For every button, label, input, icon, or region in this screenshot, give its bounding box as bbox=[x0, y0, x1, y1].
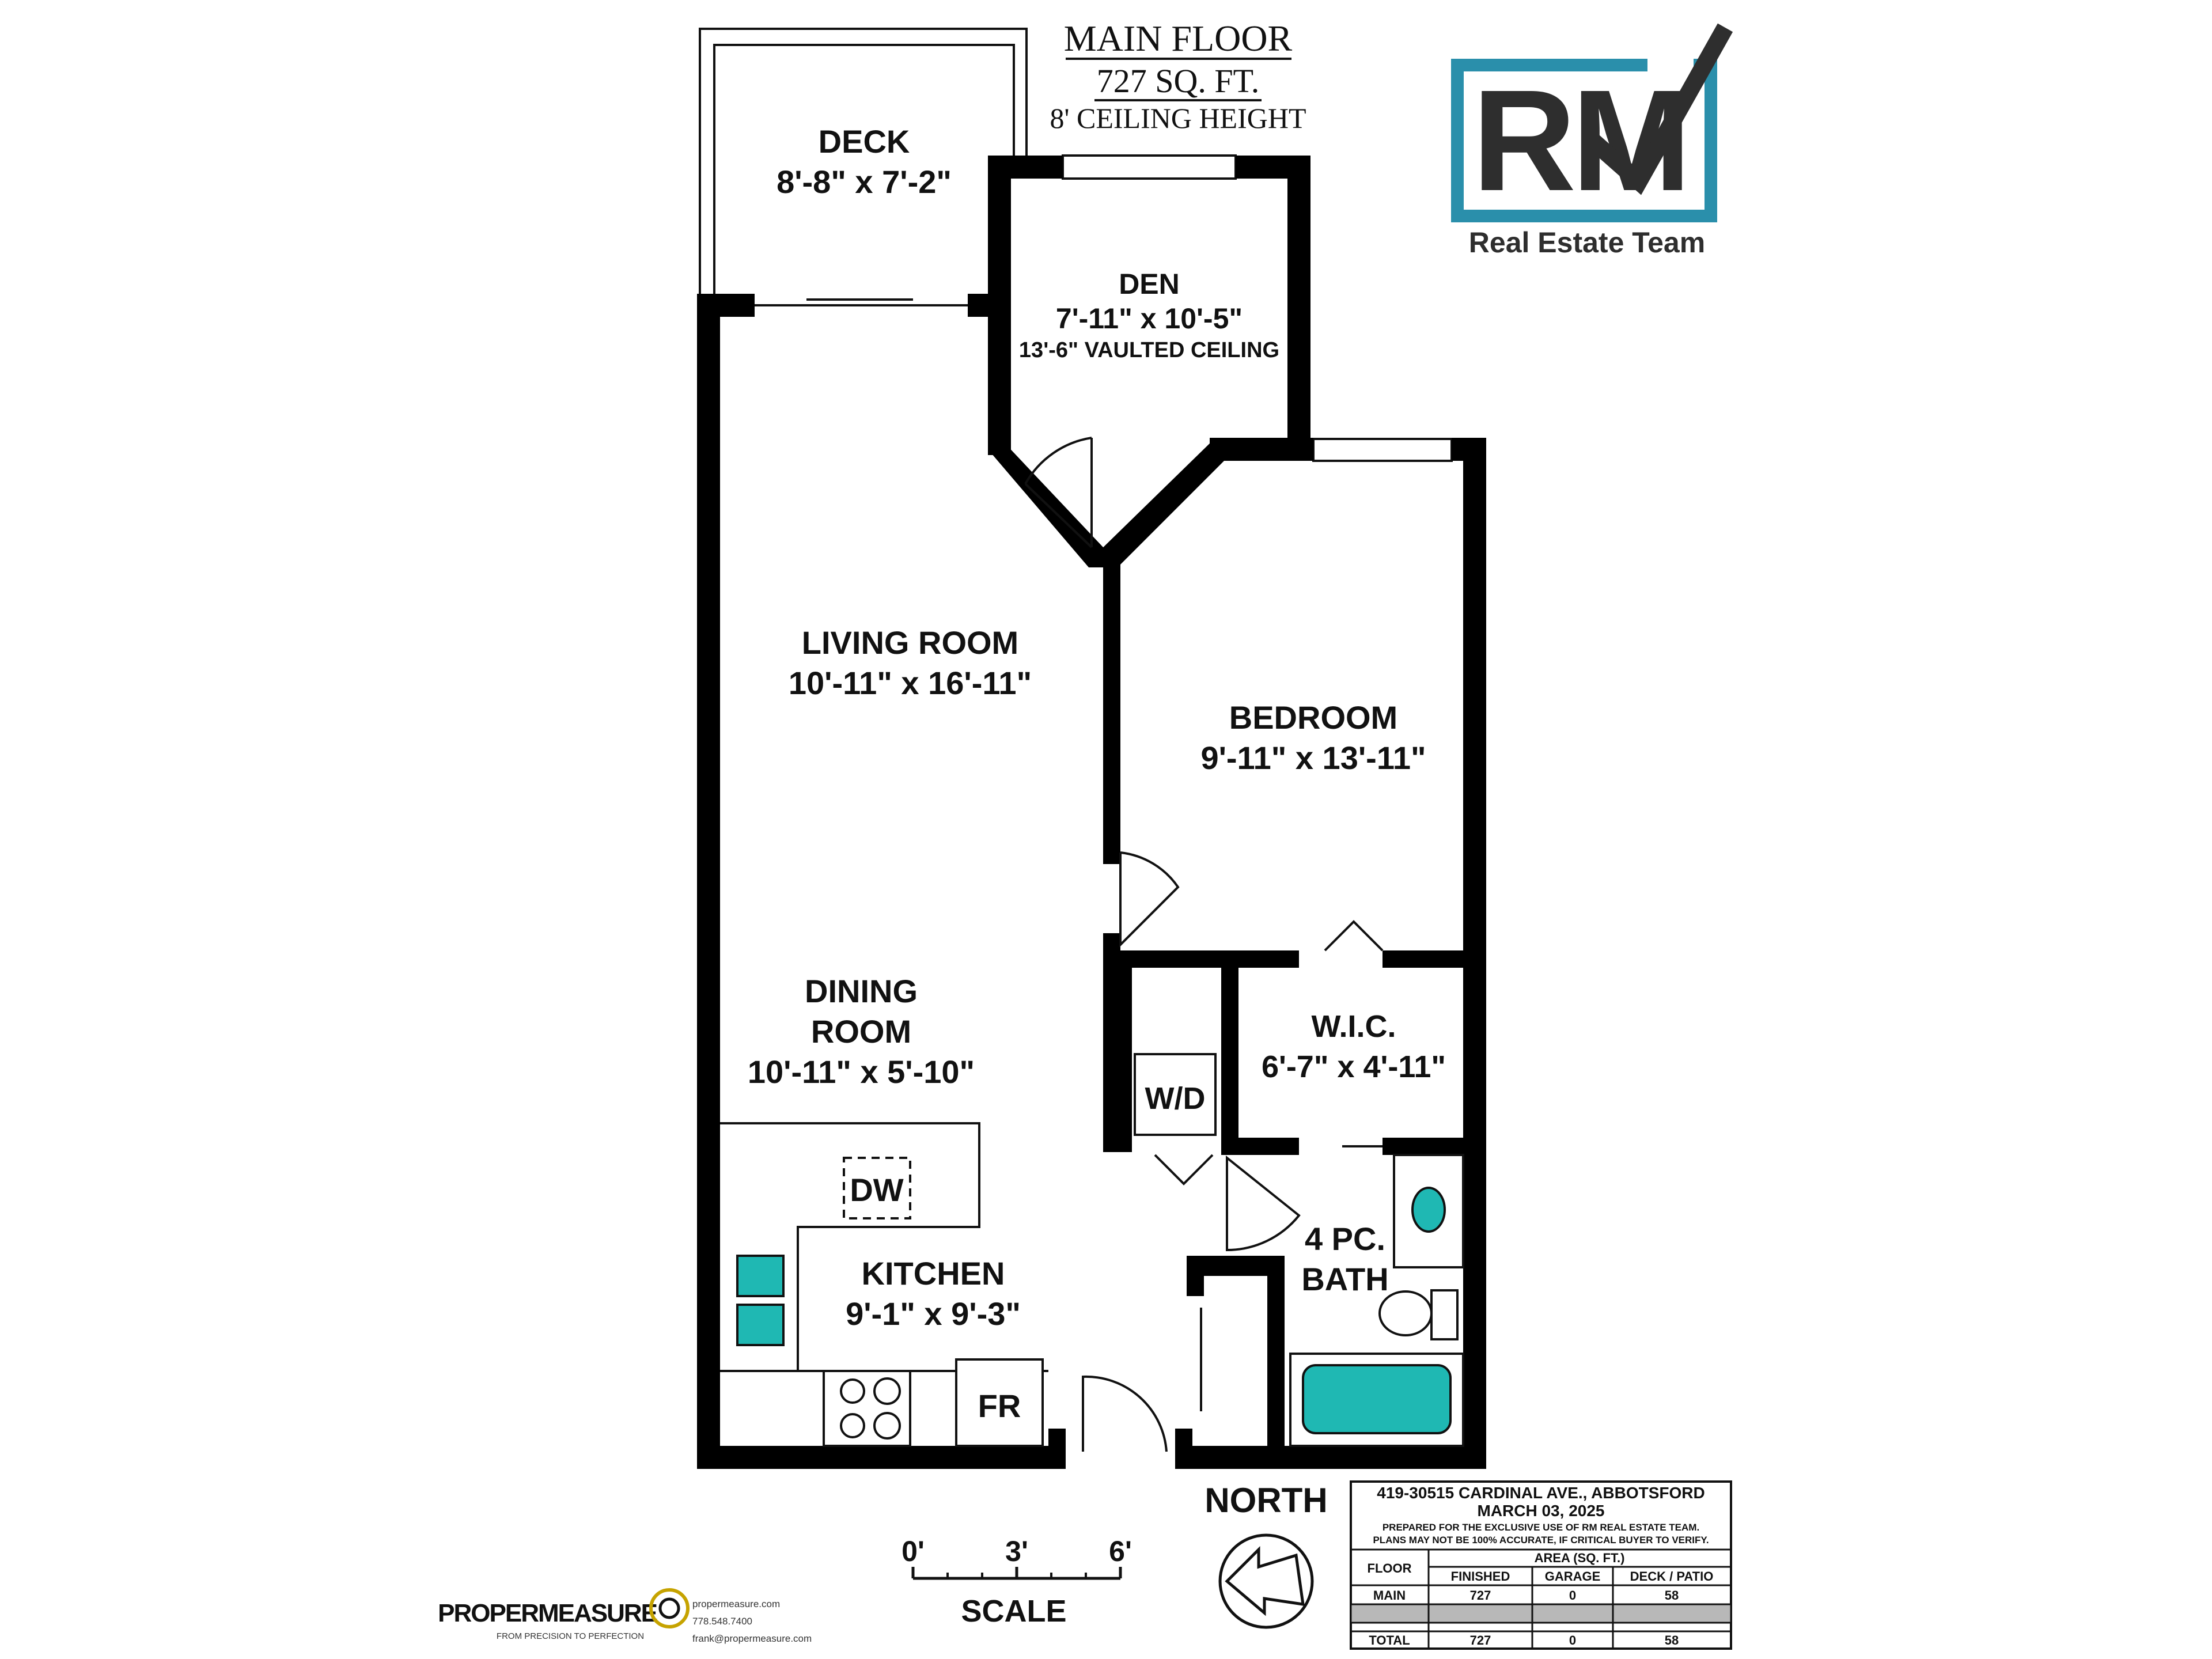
den-size: 7'-11" x 10'-5" bbox=[1056, 302, 1243, 335]
sliding-door bbox=[755, 298, 968, 306]
living-name: LIVING ROOM bbox=[802, 624, 1018, 661]
logo-tagline: Real Estate Team bbox=[1469, 226, 1705, 259]
bedroom-name: BEDROOM bbox=[1229, 699, 1397, 736]
row-main-finished: 727 bbox=[1470, 1588, 1491, 1603]
den-window bbox=[1062, 154, 1237, 180]
wic-size: 6'-7" x 4'-11" bbox=[1262, 1050, 1446, 1084]
logo-checkmark-icon bbox=[1584, 23, 1733, 195]
brand-tagline: FROM PRECISION TO PERFECTION bbox=[497, 1631, 644, 1641]
row-total-garage: 0 bbox=[1569, 1633, 1576, 1647]
kitchen-name: KITCHEN bbox=[862, 1255, 1005, 1291]
north-label: NORTH bbox=[1205, 1481, 1327, 1520]
den-note: 13'-6" VAULTED CEILING bbox=[1019, 338, 1279, 362]
propermeasure-brand: PROPERMEASURE FROM PRECISION TO PERFECTI… bbox=[438, 1588, 812, 1644]
header: MAIN FLOOR 727 SQ. FT. 8' CEILING HEIGHT bbox=[1050, 18, 1306, 134]
row-total-finished: 727 bbox=[1470, 1633, 1491, 1647]
north-arrow: NORTH bbox=[1205, 1481, 1328, 1629]
deck-size: 8'-8" x 7'-2" bbox=[777, 164, 952, 200]
dining-name-2: ROOM bbox=[811, 1013, 911, 1050]
brand-web: propermeasure.com bbox=[692, 1599, 780, 1609]
bath-name-2: BATH bbox=[1301, 1261, 1388, 1297]
washer-dryer bbox=[1134, 1053, 1217, 1136]
col-floor: FLOOR bbox=[1368, 1561, 1412, 1575]
walls bbox=[697, 156, 1486, 1469]
scale-tick-3: 3' bbox=[1005, 1535, 1028, 1567]
dining-name-1: DINING bbox=[805, 973, 918, 1009]
toilet bbox=[1378, 1290, 1433, 1336]
kitchen-counters bbox=[720, 1122, 1048, 1447]
sink-basin-2 bbox=[736, 1304, 785, 1346]
info-disclaimer-2: PLANS MAY NOT BE 100% ACCURATE, IF CRITI… bbox=[1373, 1535, 1709, 1546]
living-size: 10'-11" x 16'-11" bbox=[789, 665, 1032, 701]
scale-tick-0: 0' bbox=[902, 1535, 925, 1567]
deck-outline bbox=[699, 28, 1028, 300]
info-table: 419-30515 CARDINAL AVE., ABBOTSFORD MARC… bbox=[1350, 1480, 1732, 1650]
fr-label: FR bbox=[978, 1388, 1021, 1424]
brand-target-icon bbox=[649, 1588, 690, 1628]
bath-name-1: 4 PC. bbox=[1305, 1221, 1385, 1257]
brand-email: frank@propermeasure.com bbox=[692, 1633, 812, 1644]
wic-name: W.I.C. bbox=[1312, 1009, 1396, 1044]
bath-fixtures bbox=[1289, 1154, 1464, 1447]
bedroom-window bbox=[1312, 438, 1453, 462]
door-swings bbox=[1024, 437, 1384, 1452]
vanity bbox=[1393, 1154, 1464, 1268]
col-deck: DECK / PATIO bbox=[1630, 1569, 1714, 1584]
dw-label: DW bbox=[850, 1172, 903, 1208]
dishwasher bbox=[843, 1157, 911, 1219]
north-pointer-icon bbox=[1225, 1546, 1305, 1616]
bathtub bbox=[1289, 1353, 1464, 1447]
col-garage: GARAGE bbox=[1545, 1569, 1601, 1584]
den-name: DEN bbox=[1119, 268, 1180, 300]
vanity-sink bbox=[1411, 1187, 1446, 1233]
bedroom-size: 9'-11" x 13'-11" bbox=[1200, 740, 1426, 776]
deck-name: DECK bbox=[819, 123, 910, 160]
room-labels: DECK 8'-8" x 7'-2" DEN 7'-11" x 10'-5" 1… bbox=[748, 123, 1446, 1424]
header-area: 727 SQ. FT. bbox=[1097, 62, 1260, 100]
info-address: 419-30515 CARDINAL AVE., ABBOTSFORD bbox=[1377, 1484, 1705, 1502]
row-total-floor: TOTAL bbox=[1369, 1633, 1410, 1647]
scale-label: SCALE bbox=[961, 1594, 1066, 1628]
header-floor: MAIN FLOOR bbox=[1064, 18, 1293, 59]
kitchen-size: 9'-1" x 9'-3" bbox=[846, 1296, 1021, 1332]
row-total-deck: 58 bbox=[1665, 1633, 1679, 1647]
wd-label: W/D bbox=[1145, 1081, 1206, 1116]
scale-bar: 0' 3' 6' SCALE bbox=[902, 1535, 1132, 1628]
info-disclaimer-1: PREPARED FOR THE EXCLUSIVE USE OF RM REA… bbox=[1382, 1522, 1699, 1533]
row-main-garage: 0 bbox=[1569, 1588, 1576, 1603]
brand-phone: 778.548.7400 bbox=[692, 1616, 752, 1627]
fridge bbox=[955, 1358, 1044, 1447]
info-date: MARCH 03, 2025 bbox=[1478, 1502, 1605, 1520]
sink-basin-1 bbox=[736, 1255, 785, 1297]
rm-logo: RM Real Estate Team bbox=[1451, 23, 1733, 259]
area-header: AREA (SQ. FT.) bbox=[1535, 1551, 1625, 1565]
brand-name: PROPERMEASURE bbox=[438, 1599, 657, 1627]
scale-tick-6: 6' bbox=[1109, 1535, 1132, 1567]
row-main-floor: MAIN bbox=[1373, 1588, 1406, 1603]
header-ceiling: 8' CEILING HEIGHT bbox=[1050, 102, 1306, 134]
dining-size: 10'-11" x 5'-10" bbox=[748, 1054, 975, 1090]
row-main-deck: 58 bbox=[1665, 1588, 1679, 1603]
col-finished: FINISHED bbox=[1451, 1569, 1510, 1584]
stove bbox=[823, 1370, 911, 1447]
logo-frame bbox=[1451, 59, 1717, 222]
